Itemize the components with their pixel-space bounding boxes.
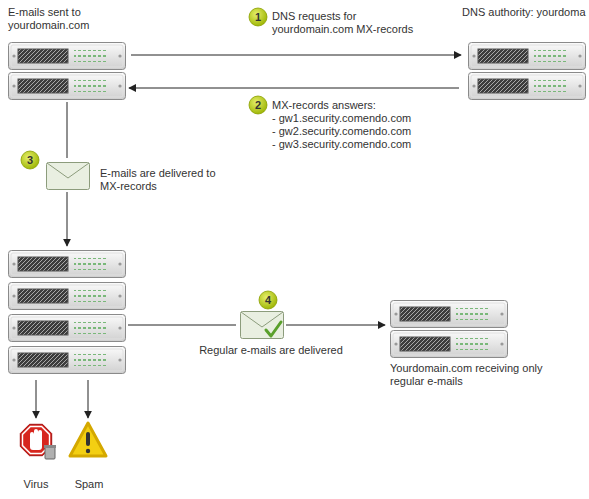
- drawing-use: [9, 315, 126, 342]
- drawing-use: [391, 301, 508, 328]
- drawing-polygon: [70, 423, 106, 456]
- receiver-server: Yourdomain.com receiving only regular e-…: [388, 298, 560, 398]
- drawing-rect: [44, 445, 56, 448]
- virus-bin: Virus: [10, 422, 62, 494]
- drawing-rect: [86, 432, 90, 446]
- drawing-circle: [259, 291, 277, 309]
- gateway-server: [9, 251, 126, 374]
- spam-icon: [70, 423, 106, 456]
- drawing-use: [9, 347, 126, 374]
- drawing-use: [47, 163, 90, 190]
- node-caption: Virus: [10, 478, 62, 491]
- drawing-path: [266, 322, 281, 336]
- connector-arrow: [129, 88, 459, 89]
- drawing-circle: [249, 8, 267, 26]
- drawing-line: [36, 380, 37, 418]
- node-caption: Spam: [64, 478, 114, 491]
- step-note: MX-records answers:: [272, 99, 472, 112]
- clean-mail-envelope: [241, 312, 284, 339]
- callout-number: 4: [259, 291, 277, 309]
- callout-number: 2: [249, 96, 267, 114]
- drawing-use: [469, 43, 586, 70]
- step-note: - gw2.security.comendo.com: [272, 125, 472, 138]
- step-note: - gw1.security.comendo.com: [272, 112, 472, 125]
- drawing-line: [67, 192, 68, 246]
- drawing-circle: [249, 96, 267, 114]
- callout-number: 3: [21, 151, 39, 169]
- drawing-use: [241, 312, 284, 339]
- virus-icon: [20, 424, 56, 459]
- drawing-line: [88, 380, 89, 418]
- dns-server: [469, 43, 586, 100]
- drawing-use: [9, 283, 126, 310]
- callout-number: 1: [249, 8, 267, 26]
- drawing-circle: [21, 151, 39, 169]
- spam-bin: Spam: [64, 422, 114, 494]
- step-note: Regular e-mails are delivered: [196, 344, 346, 357]
- sender-server: [9, 43, 126, 100]
- drawing-line: [67, 102, 68, 158]
- step-note: - gw3.security.comendo.com: [272, 138, 472, 151]
- drawing-use: [9, 43, 126, 70]
- node-caption: Yourdomain.com receiving only regular e-…: [390, 362, 558, 388]
- node-caption: DNS authority: yourdoma: [462, 6, 587, 19]
- receiver-server: [391, 301, 508, 358]
- step-note: E-mails are delivered to MX-records: [100, 167, 225, 193]
- drawing-use: [391, 331, 508, 358]
- drawing-use: [469, 73, 586, 100]
- drawing-line: [128, 325, 236, 326]
- drawing-use: [9, 251, 126, 278]
- callout-circles: [21, 8, 277, 309]
- mail-envelope: [47, 163, 90, 190]
- connector-arrow: [131, 55, 461, 56]
- dns-authority: DNS authority: yourdoma: [462, 4, 587, 102]
- drawing-path: [30, 429, 42, 450]
- step-note: DNS requests for yourdomain.com MX-recor…: [272, 10, 432, 36]
- node-caption: E-mails sent to yourdomain.com: [8, 6, 112, 32]
- drawing-use: [9, 73, 126, 100]
- sender-server: E-mails sent to yourdomain.com: [8, 4, 128, 102]
- drawing-rect: [45, 447, 55, 459]
- drawing-line: [286, 325, 385, 326]
- drawing-circle: [86, 449, 90, 453]
